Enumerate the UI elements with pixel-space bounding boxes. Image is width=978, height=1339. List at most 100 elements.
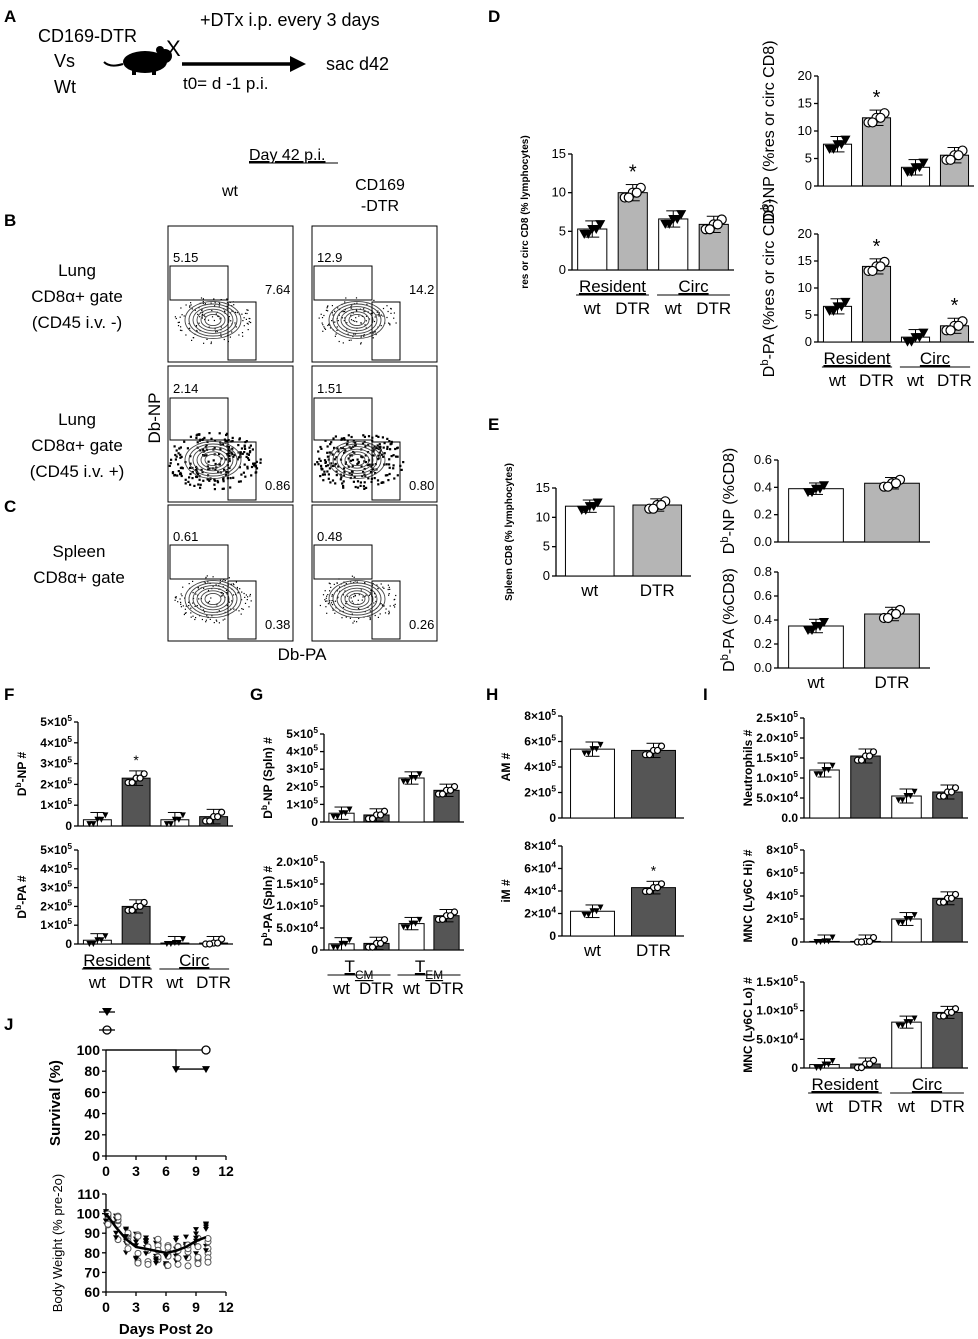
weight-wt-point <box>193 1231 199 1237</box>
flow-event-dot <box>378 314 380 316</box>
flow-event-dot <box>386 437 389 440</box>
data-point <box>140 770 148 778</box>
flow-contour-line <box>188 443 238 477</box>
flow-event-dot <box>210 597 212 599</box>
flow-event-dot <box>228 452 231 455</box>
flow-event-dot <box>235 593 237 596</box>
flow-event-dot <box>351 575 353 577</box>
dynamic-layer: 5.157.6412.914.22.140.861.510.800.610.38… <box>13 40 974 1338</box>
flow-event-dot <box>380 583 382 585</box>
flow-event-dot <box>361 599 363 601</box>
flow-event-dot <box>327 594 329 596</box>
data-point <box>911 788 918 795</box>
flow-event-dot <box>340 476 343 479</box>
data-point <box>179 936 186 943</box>
flow-event-dot <box>334 462 337 466</box>
flow-event-dot <box>195 617 197 619</box>
weight-wt-point <box>103 1218 109 1224</box>
flow-event-dot <box>342 474 345 477</box>
flow-event-dot <box>357 599 359 601</box>
flow-event-dot <box>338 340 340 343</box>
flow-event-dot <box>365 486 368 489</box>
y-tick-label: 1.0×105 <box>756 769 798 785</box>
flow-event-dot <box>179 456 182 459</box>
bar <box>891 1021 922 1069</box>
flow-event-dot <box>356 310 358 312</box>
flow-event-dot <box>328 324 330 326</box>
weight-wt-point <box>123 1234 129 1240</box>
data-point <box>953 320 964 331</box>
flow-event-dot <box>210 342 212 345</box>
flow-event-dot <box>330 462 333 465</box>
flow-event-dot <box>240 447 244 450</box>
flow-event-dot <box>338 314 340 316</box>
flow-event-dot <box>188 476 191 479</box>
flow-event-dot <box>336 329 338 331</box>
flow-event-dot <box>377 457 380 460</box>
flow-event-dot <box>376 444 379 447</box>
x-category-label: wt <box>664 299 682 318</box>
data-point <box>914 163 925 173</box>
flow-event-dot <box>219 303 221 305</box>
flow-event-dot <box>189 462 192 465</box>
mouse-icon <box>103 46 172 75</box>
flow-event-dot <box>331 595 333 597</box>
flow-event-dot <box>353 333 355 335</box>
bar <box>932 1011 963 1069</box>
flow-event-dot <box>322 324 324 326</box>
flow-event-dot <box>345 583 347 585</box>
flow-event-dot <box>211 316 214 318</box>
flow-event-dot <box>242 320 244 322</box>
flow-event-dot <box>203 611 205 613</box>
flow-plot-frame <box>167 504 294 642</box>
flow-event-dot <box>396 447 399 450</box>
x-axis-label: Days Post 2o <box>119 1321 213 1338</box>
data-point <box>712 219 723 230</box>
flow-event-dot <box>201 309 203 311</box>
flow-event-dot <box>326 307 328 309</box>
flow-event-dot <box>199 486 202 489</box>
y-axis-label: res or circ CD8 (% lymphocytes) <box>520 135 531 288</box>
flow-event-dot <box>345 616 347 618</box>
data-point <box>438 790 447 798</box>
data-point <box>595 220 606 230</box>
weight-dtr-point <box>194 1260 202 1268</box>
flow-event-dot <box>386 445 389 448</box>
flow-contour-line <box>332 443 382 477</box>
flow-event-dot <box>378 446 381 449</box>
flow-event-dot <box>212 576 214 578</box>
flow-event-dot <box>373 320 376 323</box>
flow-event-dot <box>357 460 360 464</box>
flow-event-dot <box>203 587 205 589</box>
flow-event-dot <box>335 456 338 459</box>
flow-event-dot <box>349 459 353 462</box>
data-point <box>588 502 599 512</box>
flow-event-dot <box>377 310 379 312</box>
weight-dtr-point <box>204 1235 212 1243</box>
flow-contour-line <box>336 306 378 334</box>
flow-event-dot <box>350 305 352 308</box>
flow-event-dot <box>356 621 358 623</box>
flow-event-dot <box>205 621 207 623</box>
flow-event-dot <box>376 311 378 313</box>
flow-event-dot <box>380 481 383 484</box>
data-point <box>947 788 956 796</box>
flow-event-dot <box>206 477 209 480</box>
flow-event-dot <box>231 436 234 439</box>
y-tick-label: 5.0×104 <box>276 919 318 935</box>
flow-event-dot <box>363 308 365 310</box>
y-tick-label: 0 <box>311 815 318 829</box>
flow-event-dot <box>215 331 217 333</box>
flow-event-dot <box>344 590 346 592</box>
flow-event-dot <box>231 447 234 450</box>
flow-event-dot <box>316 461 319 464</box>
flow-event-dot <box>387 588 389 591</box>
flow-event-dot <box>249 450 252 453</box>
flow-event-dot <box>389 448 392 451</box>
flow-event-dot <box>329 600 331 602</box>
flow-event-dot <box>321 473 324 476</box>
flow-event-dot <box>364 324 366 326</box>
data-point <box>857 938 866 946</box>
flow-event-dot <box>358 617 360 620</box>
